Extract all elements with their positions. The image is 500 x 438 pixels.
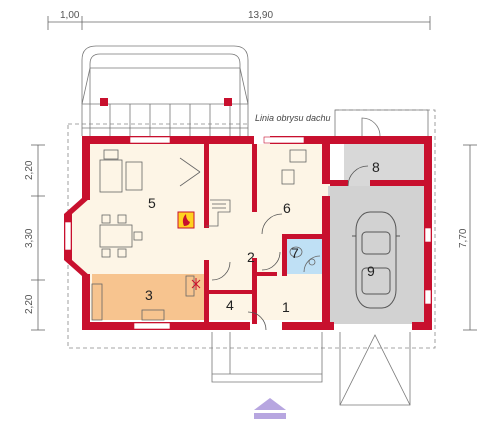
utility-floor xyxy=(344,144,424,186)
furniture xyxy=(91,149,321,321)
roof-outline-label: Linia obrysu dachu xyxy=(255,113,331,123)
entrance-platform xyxy=(211,332,411,406)
fireplace-icon xyxy=(177,211,195,229)
windows xyxy=(64,136,432,330)
dim-right: 7,70 xyxy=(458,228,469,248)
garage-floor xyxy=(328,186,424,324)
kitchen-floor xyxy=(92,274,208,320)
left-dimension-line xyxy=(31,144,45,331)
room-number: 9 xyxy=(367,263,375,279)
pergola-post xyxy=(100,98,108,106)
rear-porch xyxy=(334,109,429,137)
top-dimension-line xyxy=(47,16,431,30)
pergola-post xyxy=(224,98,232,106)
room-number: 6 xyxy=(283,200,291,216)
room-number: 8 xyxy=(372,159,380,175)
dim-left-middle: 3,30 xyxy=(24,228,35,248)
room-number: 3 xyxy=(145,287,153,303)
interior-walls xyxy=(204,144,426,324)
terrace-pergola xyxy=(81,45,249,136)
right-dimension-line xyxy=(463,144,477,331)
car-icon xyxy=(352,211,400,309)
room-number: 1 xyxy=(282,299,290,315)
kitchen-hob-icon xyxy=(191,278,201,290)
dim-top-total: 13,90 xyxy=(248,10,273,21)
doors xyxy=(211,165,369,331)
dim-top-left: 1,00 xyxy=(60,10,80,21)
dim-left-bottom: 2,20 xyxy=(24,294,35,314)
room-number: 7 xyxy=(291,245,299,261)
dim-left-top: 2,20 xyxy=(24,160,35,180)
room-number: 5 xyxy=(148,195,156,211)
entrance-arrow-icon xyxy=(254,398,286,419)
room-number: 2 xyxy=(247,249,255,265)
room-number: 4 xyxy=(226,297,234,313)
